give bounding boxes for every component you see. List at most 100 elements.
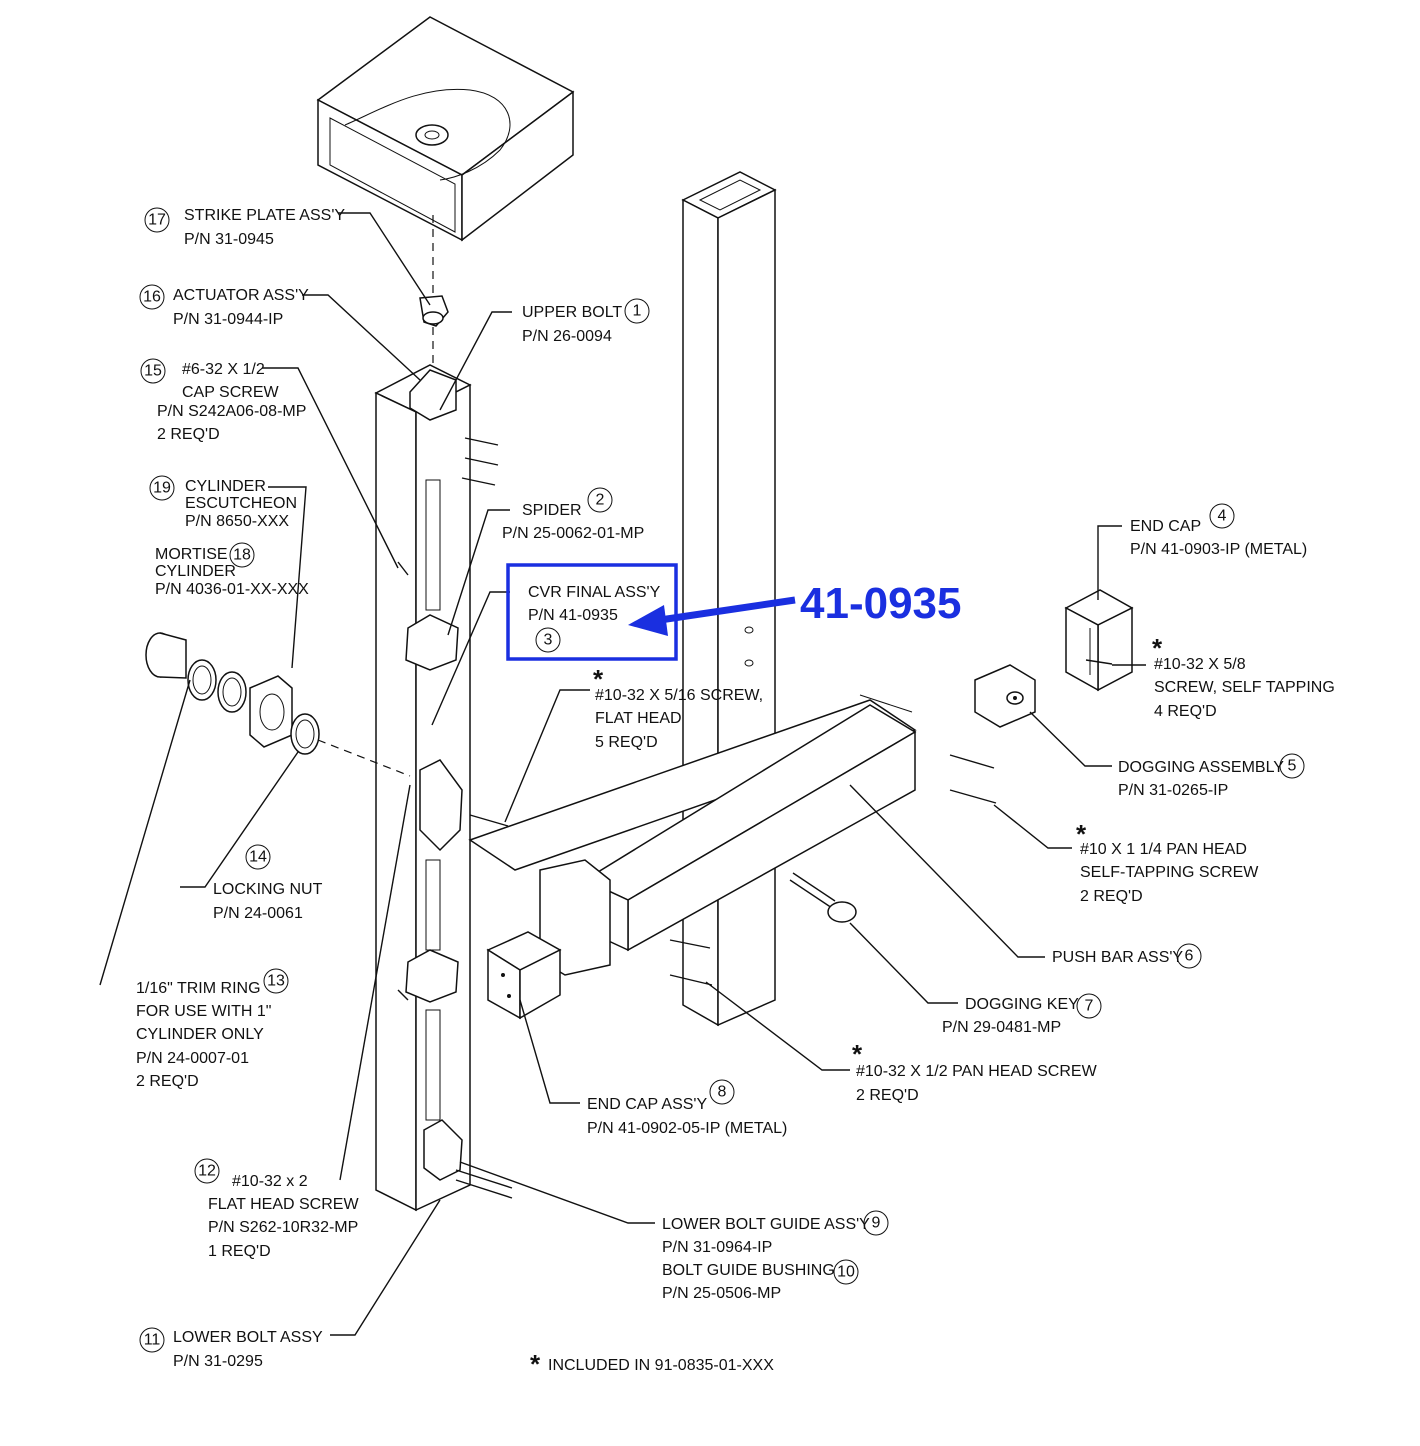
callout-part-number: P/N 31-0295 [173,1353,263,1370]
callout-part-number: P/N 26-0094 [522,328,612,345]
screw-note-1: * #10-32 X 5/16 SCREW, FLAT HEAD 5 REQ'D [593,664,763,751]
callout-4: 4 END CAP P/N 41-0903-IP (METAL) [1130,503,1307,558]
asterisk-mark: * [1076,819,1087,849]
callout-15: 15 #6-32 X 1/2 CAP SCREW P/N S242A06-08-… [140,358,306,443]
callout-number: 14 [249,849,267,866]
screw-note-line: #10 X 1 1/4 PAN HEAD [1080,841,1247,858]
callout-title: PUSH BAR ASS'Y [1052,949,1183,966]
callout-number: 19 [153,480,171,497]
screw-note-line: SELF-TAPPING SCREW [1080,864,1259,881]
callout-title: CVR FINAL ASS'Y [528,584,661,601]
callout-19: 19 CYLINDER ESCUTCHEON P/N 8650-XXX [149,475,297,530]
callout-part-number: P/N 41-0902-05-IP (METAL) [587,1120,787,1137]
callout-part-number: P/N 41-0935 [528,607,618,624]
callout-number: 4 [1218,508,1227,525]
callout-18: 18 MORTISE CYLINDER P/N 4036-01-XX-XXX [155,542,309,598]
callout-12: 12 #10-32 x 2 FLAT HEAD SCREW P/N S262-1… [194,1158,359,1260]
callout-title: END CAP [1130,518,1201,535]
callout-part-number: P/N 31-0265-IP [1118,782,1228,799]
callout-title: LOWER BOLT GUIDE ASS'Y [662,1216,870,1233]
screw-note-2: * #10-32 X 5/8 SCREW, SELF TAPPING 4 REQ… [1152,633,1335,720]
callout-number: 6 [1185,948,1194,965]
asterisk-mark: * [593,664,604,694]
highlight-arrowhead [628,605,668,636]
callout-line: 1/16" TRIM RING [136,980,261,997]
end-cap [1064,589,1134,692]
callout-line: CYLINDER [155,563,236,580]
callout-9: 9 LOWER BOLT GUIDE ASS'Y P/N 31-0964-IP [662,1210,889,1256]
callout-title: END CAP ASS'Y [587,1096,707,1113]
callout-part-number: P/N S242A06-08-MP [157,403,306,420]
screw-note-3: * #10 X 1 1/4 PAN HEAD SELF-TAPPING SCRE… [1076,819,1259,905]
callout-part-number: P/N 41-0903-IP (METAL) [1130,541,1307,558]
callout-qty: 2 REQ'D [136,1073,199,1090]
callout-part-number: P/N 31-0944-IP [173,311,283,328]
footnote-text: INCLUDED IN 91-0835-01-XXX [548,1357,774,1374]
parts-geometry [145,16,1134,1212]
callout-part-number: P/N 8650-XXX [185,513,289,530]
callout-17: 17 STRIKE PLATE ASS'Y P/N 31-0945 [144,207,345,248]
callout-title: LOCKING NUT [213,881,323,898]
callout-line: ESCUTCHEON [185,495,297,512]
callout-7: 7 DOGGING KEY P/N 29-0481-MP [942,993,1102,1036]
callout-line: #6-32 X 1/2 [182,361,265,378]
callout-number: 3 [544,632,553,649]
screw-note-qty: 2 REQ'D [856,1087,919,1104]
push-bar [468,694,917,976]
callout-6: 6 PUSH BAR ASS'Y [1052,943,1202,969]
screw-note-line: #10-32 X 5/8 [1154,656,1246,673]
callout-line: CYLINDER ONLY [136,1026,264,1043]
callout-line: FLAT HEAD SCREW [208,1196,359,1213]
end-cap-assy [486,931,562,1020]
callout-title: DOGGING KEY [965,996,1079,1013]
screw-note-line: #10-32 X 5/16 SCREW, [595,687,763,704]
highlight-box [506,563,678,661]
callout-number: 7 [1085,998,1094,1015]
screw-note-qty: 4 REQ'D [1154,703,1217,720]
callout-title: ACTUATOR ASS'Y [173,287,309,304]
screw-note-line: #10-32 X 1/2 PAN HEAD SCREW [856,1063,1098,1080]
callout-title: LOWER BOLT ASSY [173,1329,323,1346]
callout-number: 1 [633,303,642,320]
dogging-key [789,872,857,923]
callout-part-number: P/N 24-0007-01 [136,1050,249,1067]
screw-note-qty: 5 REQ'D [595,734,658,751]
asterisk-mark: * [1152,633,1163,663]
callout-part-number: P/N 24-0061 [213,905,303,922]
callout-line: CYLINDER [185,478,266,495]
callout-title: SPIDER [522,502,582,519]
screw-note-4: * #10-32 X 1/2 PAN HEAD SCREW 2 REQ'D [852,1039,1098,1104]
callout-number: 15 [144,363,162,380]
callout-1: 1 UPPER BOLT P/N 26-0094 [522,298,650,345]
callout-10: 10 BOLT GUIDE BUSHING P/N 25-0506-MP [662,1259,859,1302]
callout-line: MORTISE [155,546,228,563]
screw-note-line: FLAT HEAD [595,710,682,727]
vertical-rod-components [405,295,463,1181]
callout-14: 14 LOCKING NUT P/N 24-0061 [213,844,323,922]
strike-plate-header [316,16,575,242]
callout-number: 10 [837,1264,855,1281]
callout-number: 12 [198,1163,216,1180]
asterisk-mark: * [852,1039,863,1069]
callout-line: CAP SCREW [182,384,280,401]
footnote: * INCLUDED IN 91-0835-01-XXX [530,1349,774,1379]
callout-number: 18 [233,547,251,564]
callout-number: 2 [596,492,605,509]
callout-part-number: P/N 29-0481-MP [942,1019,1061,1036]
callout-5: 5 DOGGING ASSEMBLY P/N 31-0265-IP [1118,753,1305,799]
highlight-arrow [659,596,796,624]
callout-qty: 2 REQ'D [157,426,220,443]
callout-title: DOGGING ASSEMBLY [1118,759,1284,776]
callout-title: STRIKE PLATE ASS'Y [184,207,345,224]
callout-part-number: P/N S262-10R32-MP [208,1219,358,1236]
callout-part-number: P/N 31-0964-IP [662,1239,772,1256]
callout-number: 9 [872,1215,881,1232]
callout-number: 17 [148,212,166,229]
callout-part-number: P/N 25-0062-01-MP [502,525,644,542]
callout-3: CVR FINAL ASS'Y P/N 41-0935 3 [528,584,661,653]
callout-title: UPPER BOLT [522,304,622,321]
callout-number: 16 [143,289,161,306]
callout-11: 11 LOWER BOLT ASSY P/N 31-0295 [139,1327,323,1370]
callout-13: 13 1/16" TRIM RING FOR USE WITH 1" CYLIN… [136,968,289,1090]
